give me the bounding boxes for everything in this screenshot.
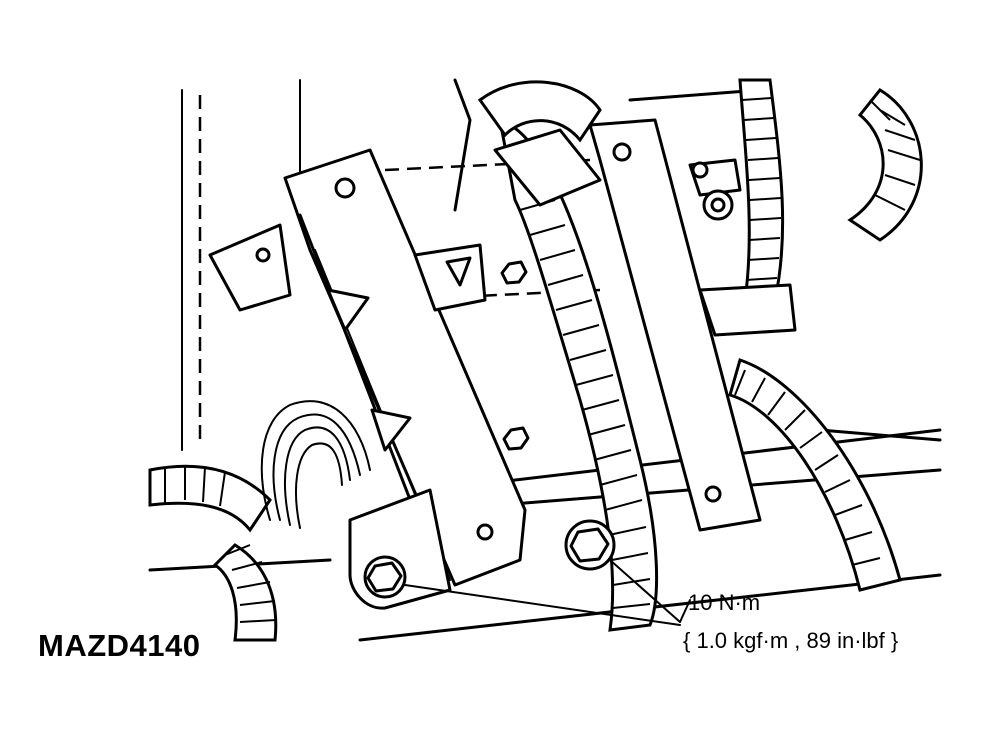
torque-spec-line-1: 10 N·m <box>688 590 761 615</box>
left-wiring-harness <box>148 400 371 642</box>
nut-icon <box>502 426 530 451</box>
nut-icon <box>691 161 709 179</box>
nut-icon <box>702 189 734 221</box>
triangle-marker-icon <box>370 408 412 452</box>
bolt-icon <box>564 519 616 571</box>
left-module-bracket[interactable] <box>208 148 527 610</box>
torque-leader-lines <box>404 559 691 626</box>
nut-icon <box>500 260 528 285</box>
triangle-marker-icon <box>326 288 370 332</box>
fasteners <box>363 161 734 599</box>
main-corrugated-hose <box>477 80 659 632</box>
bolt-icon <box>363 555 407 599</box>
torque-spec-line-2: { 1.0 kgf·m , 89 in·lbf } <box>683 628 899 653</box>
figure-id-label: MAZD4140 <box>38 628 201 663</box>
triangle-marker-icon <box>445 256 472 287</box>
